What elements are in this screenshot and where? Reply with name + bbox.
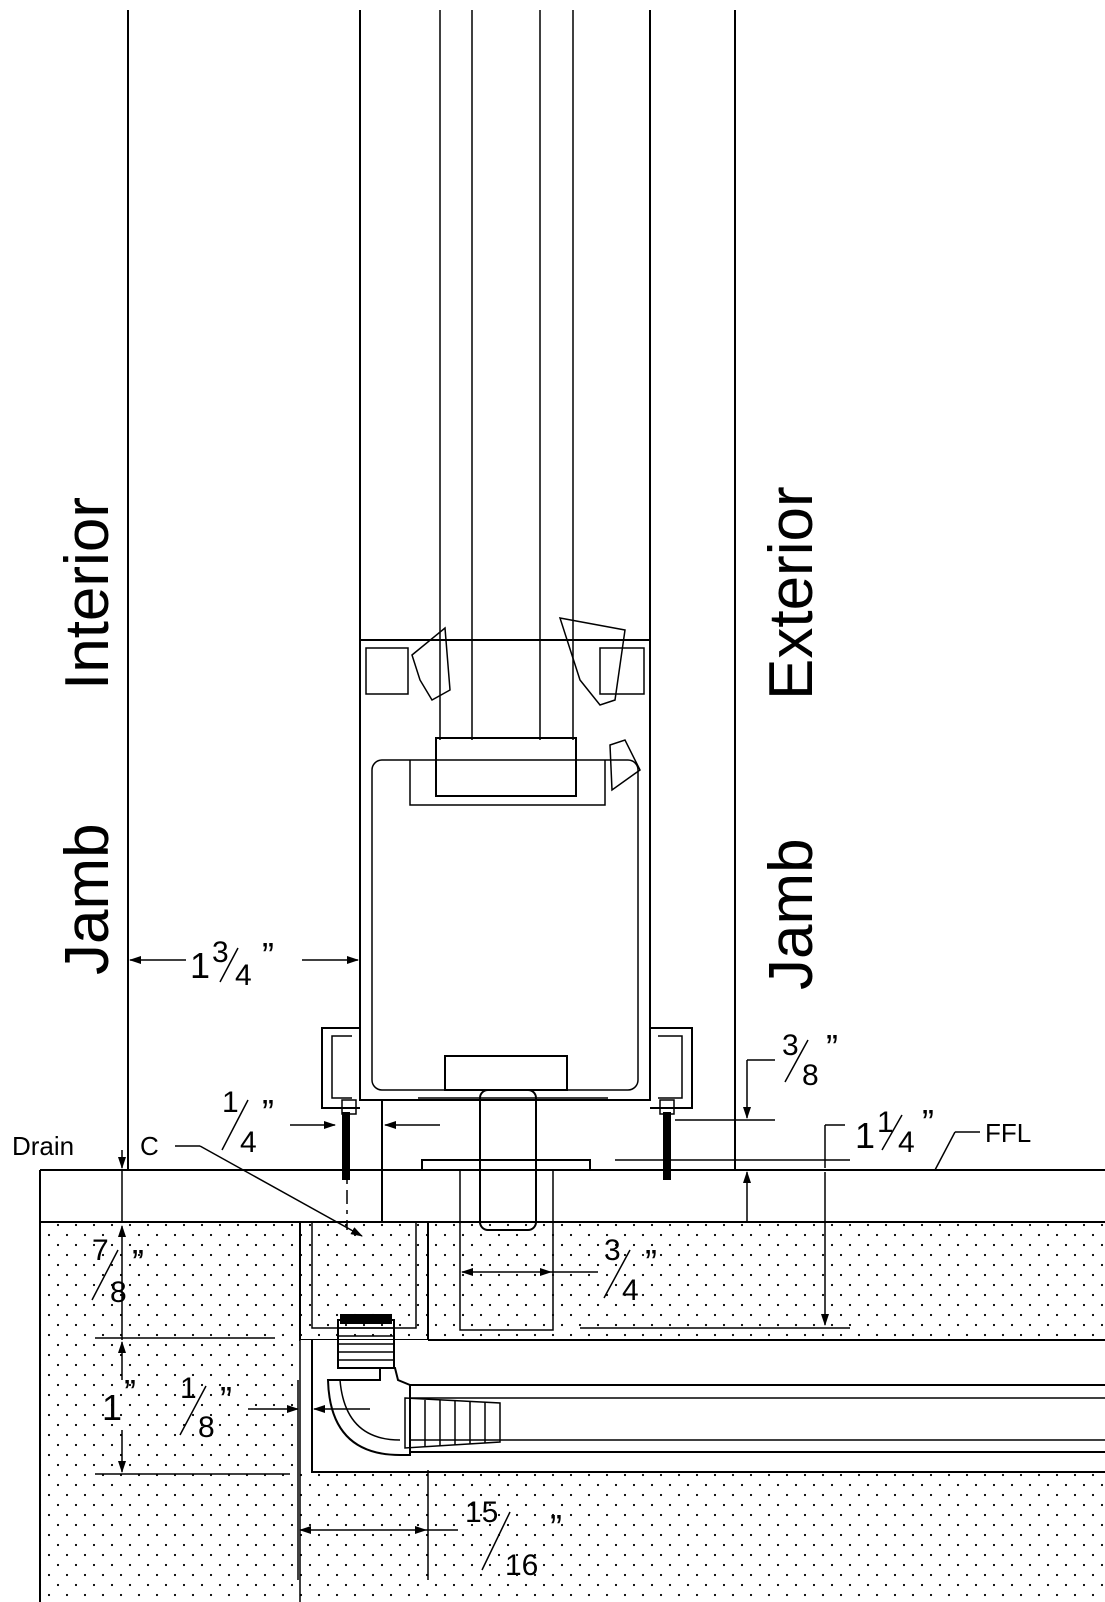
svg-text:1: 1 [877,1106,894,1139]
svg-text:”: ” [550,1507,562,1548]
dimension-1-1-4: 1 1 4 ” [615,1102,934,1326]
svg-text:3: 3 [604,1234,621,1267]
svg-text:”: ” [826,1027,838,1068]
svg-text:”: ” [220,1379,232,1420]
dimension-1-inch: 1 ” [95,1341,290,1475]
svg-text:3: 3 [212,936,229,969]
svg-text:1: 1 [190,945,210,986]
svg-text:15: 15 [465,1496,498,1529]
svg-text:1: 1 [102,1387,122,1428]
label-exterior: Exterior [757,486,826,700]
svg-text:”: ” [132,1242,144,1283]
dimension-3-8: 3 8 ” [675,1027,838,1222]
dimension-7-8: 7 8 ” [91,1150,275,1340]
jamb-lines [127,10,736,1170]
label-interior: Interior [53,497,122,690]
drain-pipe [404,1384,1105,1453]
svg-text:8: 8 [802,1059,819,1092]
svg-text:”: ” [262,1092,274,1133]
dimension-3-4: 3 4 ” [461,1234,850,1329]
dimension-1-3-4: 1 3 4 ” [129,930,361,992]
dimension-1-4: 1 4 ” [221,1086,440,1159]
svg-text:4: 4 [235,959,252,992]
svg-text:4: 4 [622,1274,639,1307]
dimension-1-8: 1 8 ” [179,1372,370,1444]
svg-text:1: 1 [222,1086,239,1119]
drain-centerline-label: Drain C [12,1130,363,1237]
svg-text:FFL: FFL [985,1118,1031,1148]
svg-text:4: 4 [898,1126,915,1159]
ffl-label: FFL [934,1118,1031,1171]
svg-text:7: 7 [92,1234,109,1267]
dimension-15-16: 15 16 ” [297,1380,562,1582]
drain-pocket [299,1221,1105,1602]
svg-text:C: C [140,1131,159,1161]
svg-text:4: 4 [240,1126,257,1159]
svg-text:8: 8 [198,1411,215,1444]
sill-frame [359,617,651,1231]
receptor-clips [321,1027,693,1115]
label-exterior-jamb: Jamb [757,838,826,990]
svg-text:”: ” [645,1242,657,1283]
svg-text:”: ” [262,935,274,976]
svg-text:”: ” [124,1372,136,1413]
svg-text:16: 16 [505,1549,538,1582]
fasteners [342,1112,671,1180]
svg-text:”: ” [922,1102,934,1143]
svg-text:1: 1 [855,1115,875,1156]
svg-text:1: 1 [180,1372,197,1405]
svg-text:8: 8 [110,1276,127,1309]
svg-text:3: 3 [782,1029,799,1062]
label-interior-jamb: Jamb [53,823,122,975]
elbow-fitting [326,1314,411,1456]
svg-text:Drain: Drain [12,1131,74,1161]
